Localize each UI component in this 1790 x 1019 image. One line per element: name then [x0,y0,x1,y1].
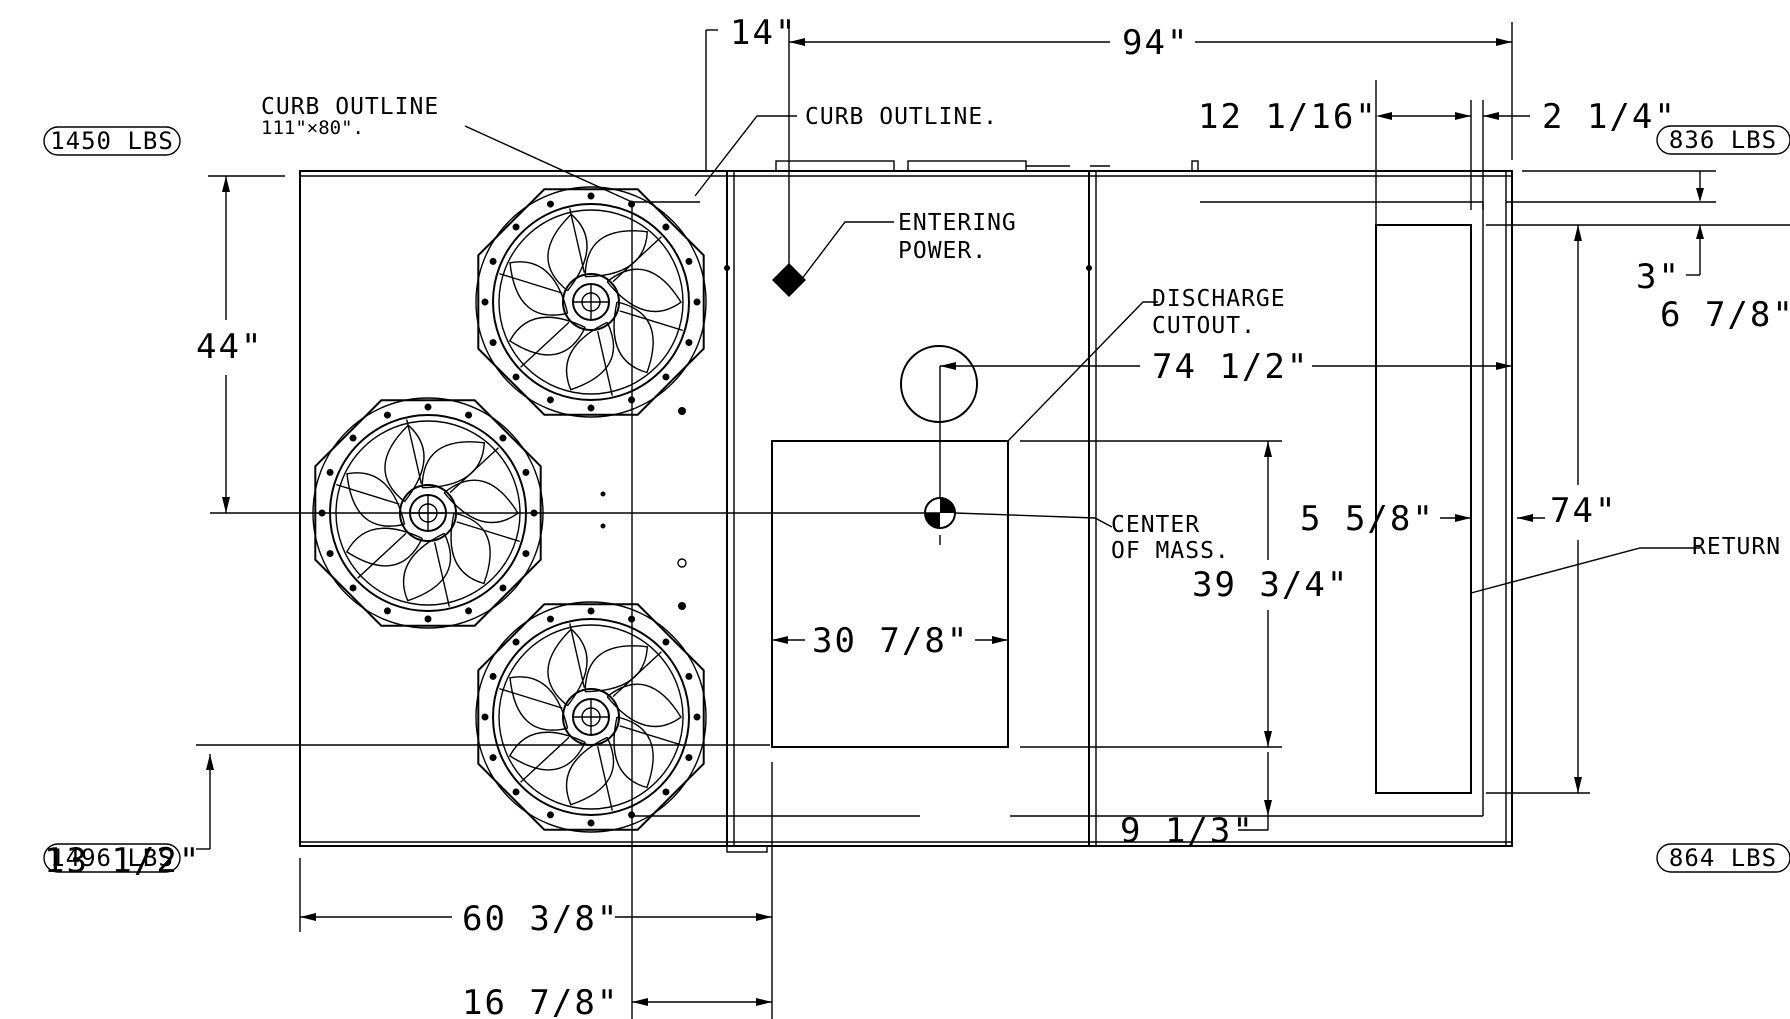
svg-text:1450 LBS: 1450 LBS [50,127,174,155]
svg-text:60 3/8": 60 3/8" [462,899,619,939]
leader-lines [464,115,1700,594]
cutout-circle [900,345,978,423]
svg-text:3": 3" [1636,257,1681,297]
svg-text:CENTER: CENTER [1111,512,1200,538]
svg-text:12 1/16": 12 1/16" [1198,97,1378,137]
svg-text:16 7/8": 16 7/8" [462,983,619,1019]
svg-text:6 7/8": 6 7/8" [1660,295,1790,335]
svg-text:CURB OUTLINE.: CURB OUTLINE. [805,104,998,130]
svg-text:5 5/8": 5 5/8" [1300,499,1435,539]
svg-text:1496 LBS: 1496 LBS [50,844,174,872]
svg-text:ENTERING: ENTERING [898,210,1017,236]
svg-text:44": 44" [196,327,263,367]
fan-icon [475,601,707,833]
svg-text:DISCHARGE: DISCHARGE [1152,286,1286,312]
unit-outline [299,160,1513,853]
center-of-mass-icon [924,497,956,545]
fan-icon [475,186,707,418]
return-opening [1375,224,1472,794]
dimension-labels: 14" 94" 12 1/16" 2 1/4" 3" 6 7/8" 44" 74… [44,13,1790,1019]
svg-text:13 1/2": 13 1/2" [44,841,201,881]
svg-text:RETURN: RETURN [1692,534,1781,560]
svg-text:14": 14" [730,13,797,53]
svg-text:111"×80".: 111"×80". [261,117,364,139]
svg-text:94": 94" [1122,23,1189,63]
svg-text:CUTOUT.: CUTOUT. [1152,313,1256,339]
svg-text:864 LBS: 864 LBS [1669,844,1777,872]
svg-text:30 7/8": 30 7/8" [812,621,969,661]
svg-text:POWER.: POWER. [898,238,987,264]
dimension-lines [196,22,1790,1019]
svg-text:9 1/3": 9 1/3" [1120,811,1255,851]
weight-labels: 1450 LBS 836 LBS 1496 LBS 864 LBS [43,125,1790,873]
condenser-fans [312,186,707,833]
svg-text:74": 74" [1550,491,1617,531]
svg-text:74 1/2": 74 1/2" [1152,347,1309,387]
discharge-cutout [771,440,1009,748]
entering-power-diamond-icon [772,263,806,297]
small-fittings [600,265,1092,610]
svg-text:2 1/4": 2 1/4" [1542,97,1677,137]
svg-text:836 LBS: 836 LBS [1669,126,1777,154]
svg-text:OF MASS.: OF MASS. [1111,538,1230,564]
svg-text:CURB OUTLINE: CURB OUTLINE [261,94,439,120]
callout-labels: CURB OUTLINE 111"×80". CURB OUTLINE. ENT… [261,94,1781,564]
svg-text:39 3/4": 39 3/4" [1192,565,1349,605]
